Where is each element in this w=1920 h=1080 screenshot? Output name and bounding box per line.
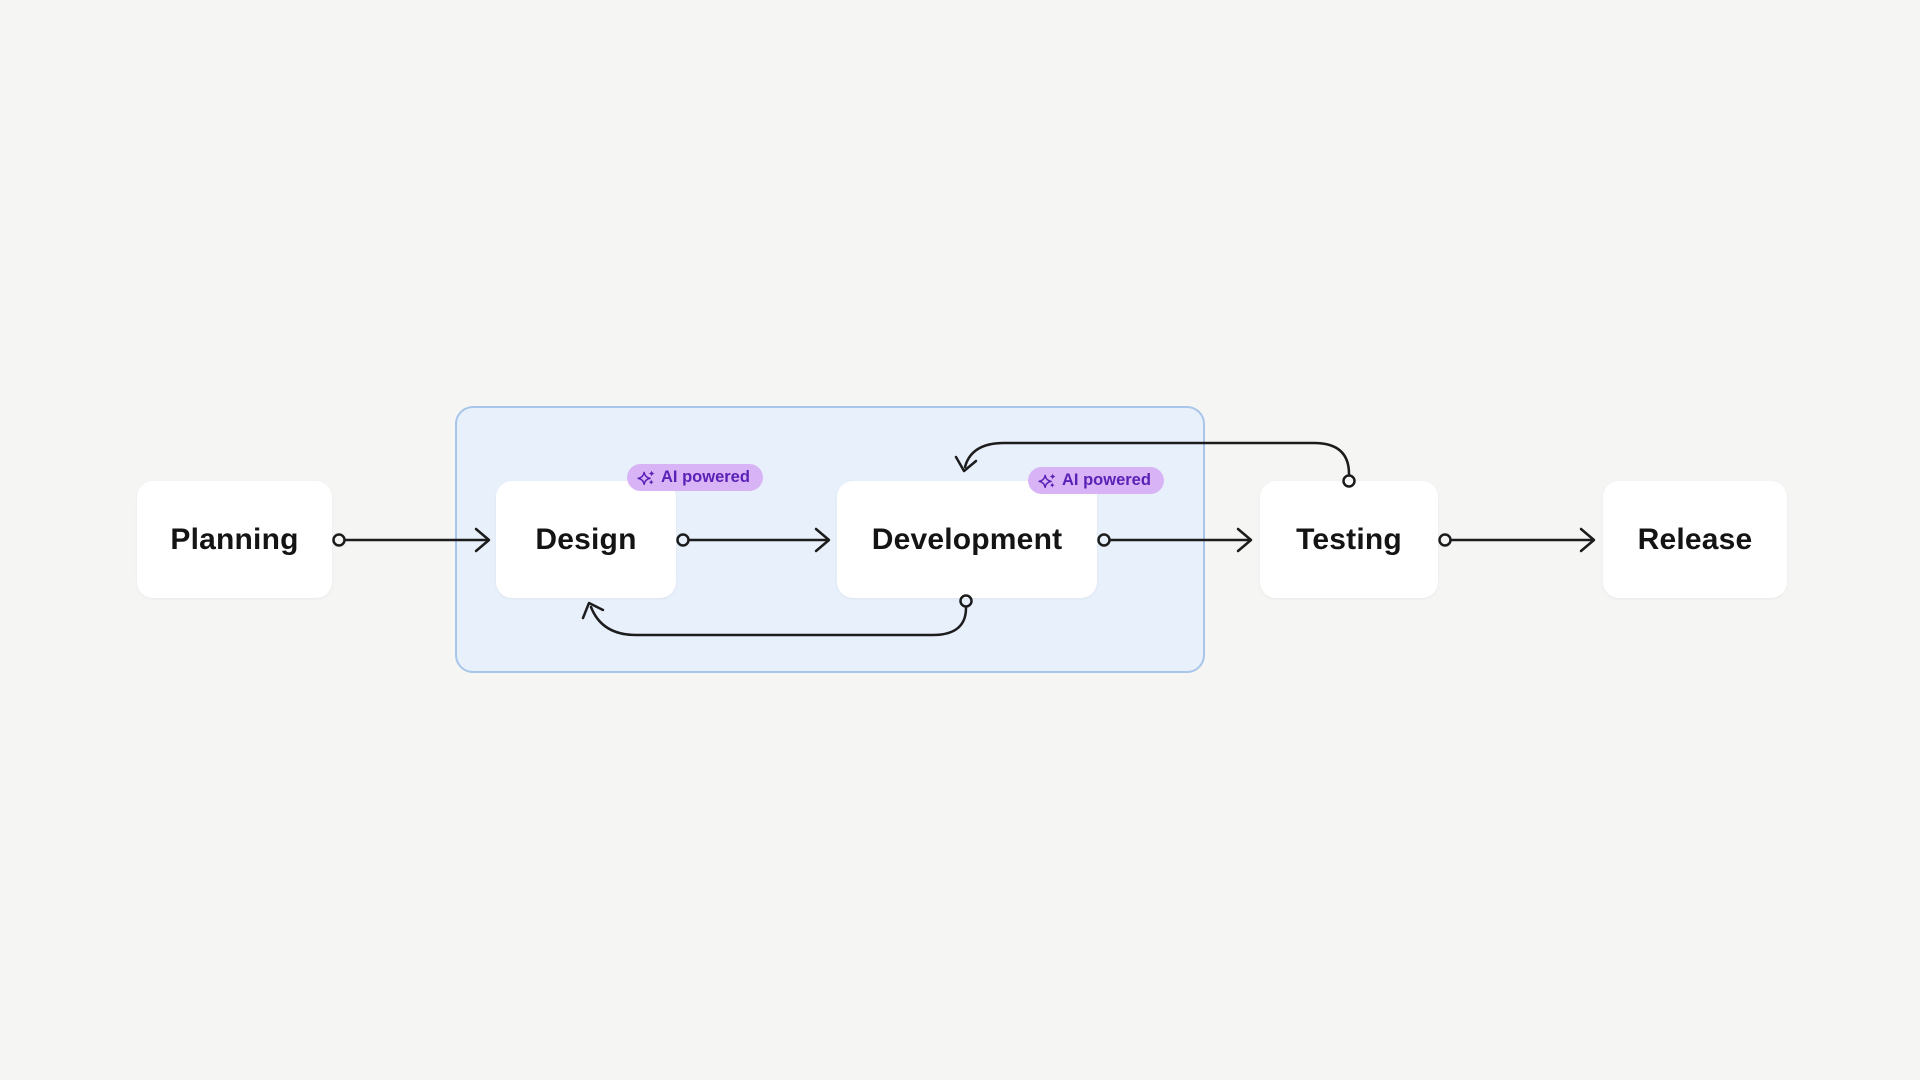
node-testing-label: Testing: [1296, 522, 1402, 556]
ai-powered-badge-development: AI powered: [1028, 467, 1164, 494]
node-planning[interactable]: Planning: [137, 481, 332, 598]
ai-powered-badge-label: AI powered: [661, 468, 750, 486]
sparkles-icon: [1038, 473, 1056, 488]
node-design[interactable]: Design: [496, 481, 676, 598]
connector-handle: [332, 533, 346, 547]
node-development-label: Development: [871, 522, 1063, 556]
node-planning-label: Planning: [170, 522, 299, 556]
sparkles-icon: [637, 470, 655, 485]
node-release[interactable]: Release: [1603, 481, 1787, 598]
node-development[interactable]: Development: [837, 481, 1097, 598]
edge-testing-release: [1438, 527, 1596, 553]
ai-powered-badge-label: AI powered: [1062, 471, 1151, 489]
connector-handle: [1438, 533, 1452, 547]
node-release-label: Release: [1637, 522, 1753, 556]
node-testing[interactable]: Testing: [1260, 481, 1438, 598]
ai-powered-badge-design: AI powered: [627, 464, 763, 491]
node-design-label: Design: [535, 522, 637, 556]
